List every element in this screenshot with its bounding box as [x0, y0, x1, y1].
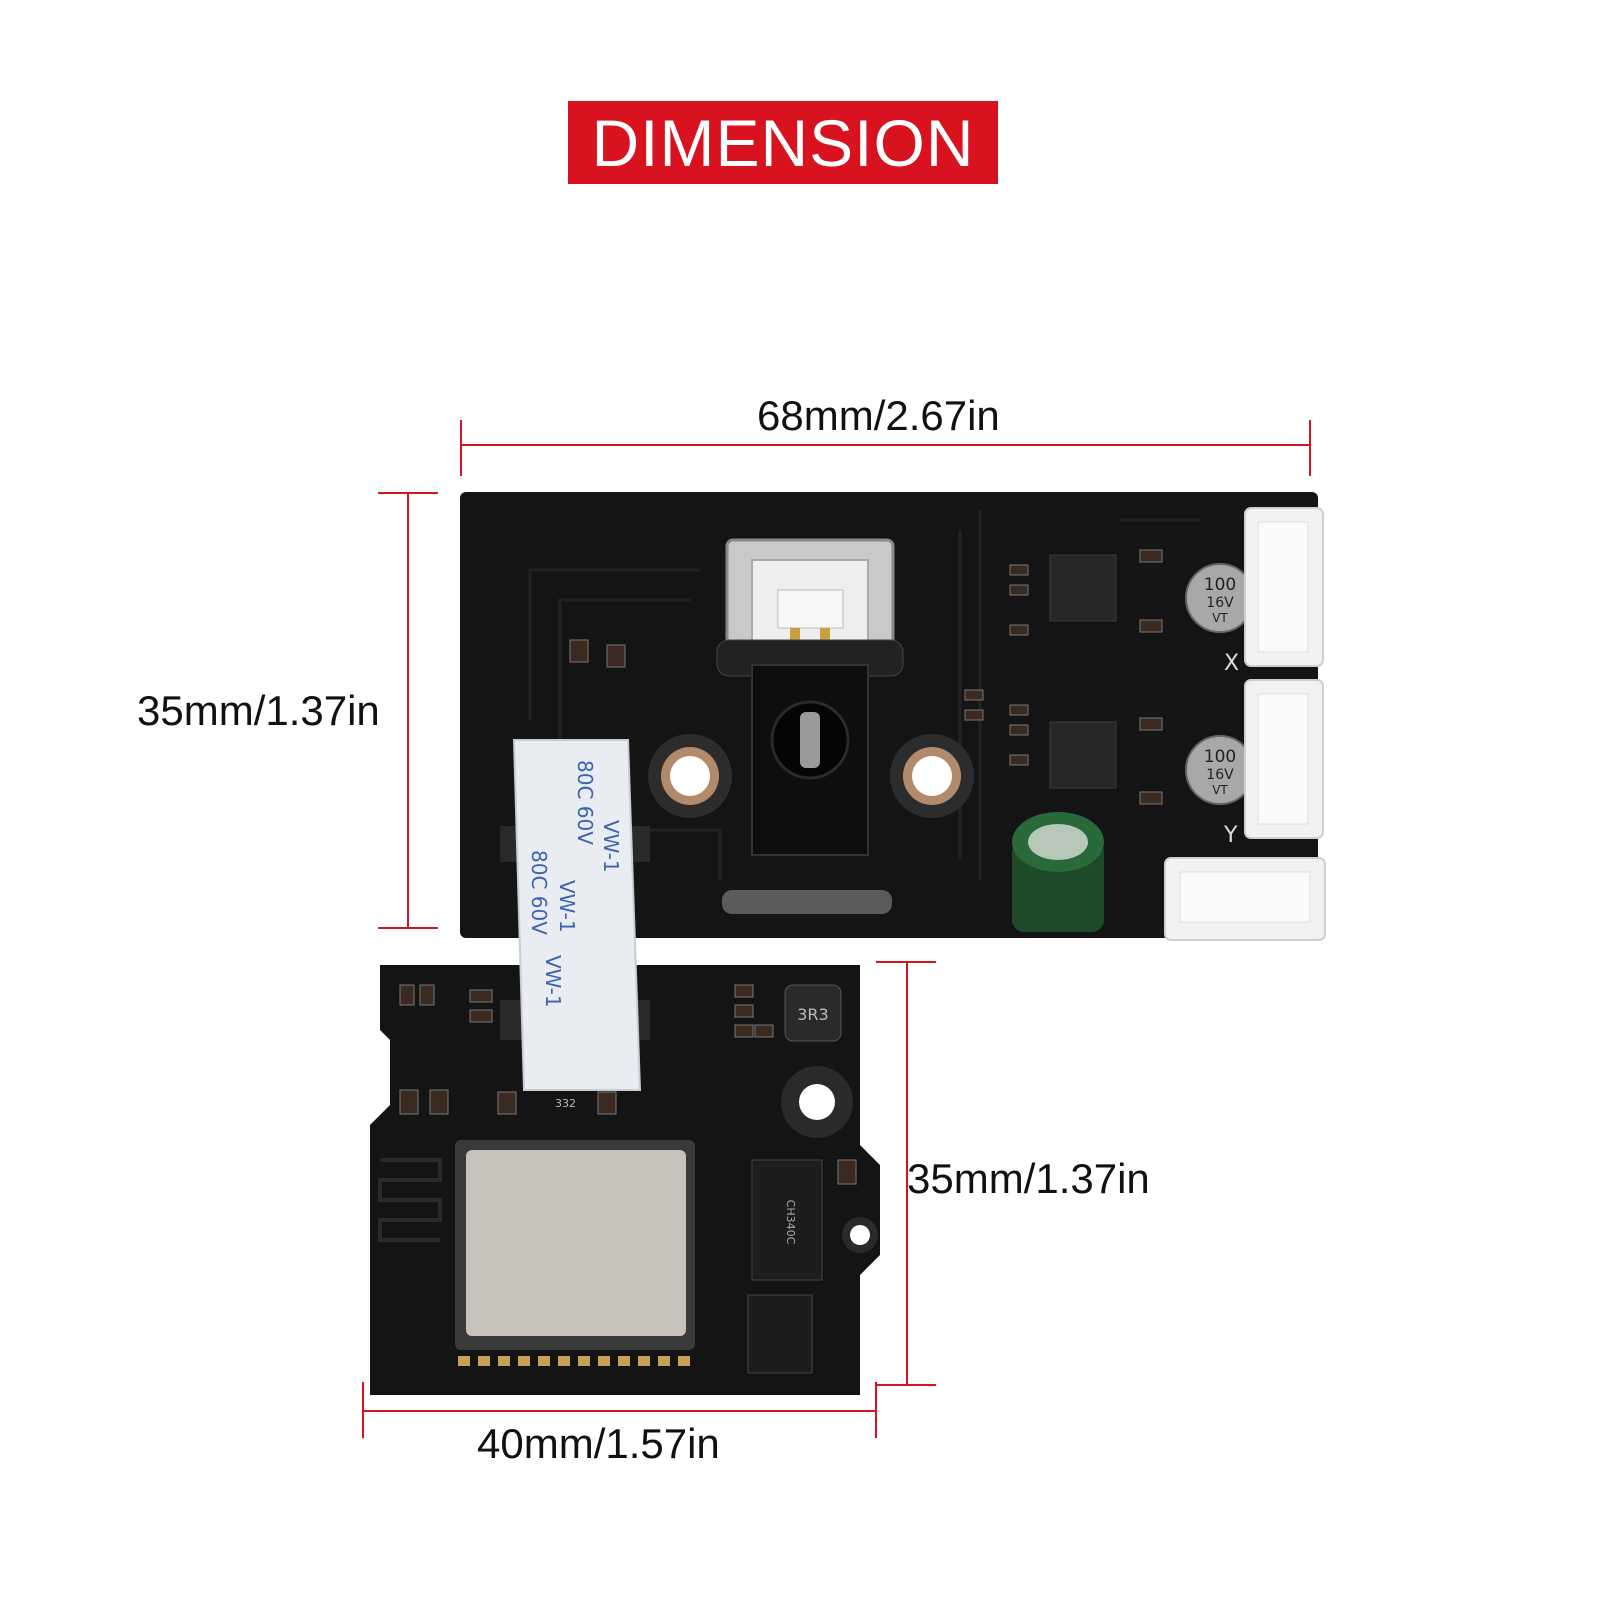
ribbon-cable: VW-1 80C 60V VW-1 80C 60V VW-1: [500, 739, 650, 1091]
bottom-dimension-tick-right: [875, 1382, 877, 1438]
driver-ic-x: [1049, 554, 1117, 622]
flash-chip: [747, 1294, 813, 1374]
right-dimension-line: [906, 961, 908, 1385]
svg-text:80C 60V: 80C 60V: [573, 760, 597, 845]
left-height-label: 35mm/1.37in: [137, 687, 380, 734]
wifi-controller-board: CH340C 3R3 332: [370, 965, 880, 1395]
right-dimension-tick-bottom: [876, 1384, 936, 1386]
bottom-dimension-line: [362, 1410, 876, 1412]
blurred-serial: [722, 890, 892, 914]
wifi-module: [455, 1140, 695, 1366]
dimension-banner: DIMENSION: [568, 101, 998, 184]
top-dimension-line: [460, 444, 1310, 446]
bottom-width-label: 40mm/1.57in: [477, 1420, 720, 1467]
driver-ic-y: [1049, 721, 1117, 789]
usb-serial-chip: CH340C: [751, 1159, 823, 1281]
electrolytic-capacitor-green: [1012, 812, 1104, 932]
usb-b-port: [716, 538, 904, 677]
motor-connector-y: [1244, 679, 1324, 839]
svg-text:VW-1: VW-1: [555, 880, 579, 933]
left-dimension-tick-bottom: [378, 927, 438, 929]
svg-text:80C 60V: 80C 60V: [527, 850, 551, 935]
port-y-label: Y: [1223, 823, 1238, 848]
mounting-hole-right: [890, 734, 974, 818]
left-dimension-line: [407, 492, 409, 928]
dc-power-jack: [751, 664, 869, 856]
svg-text:16V: 16V: [1206, 595, 1234, 611]
svg-text:100: 100: [1204, 747, 1236, 767]
svg-text:VT: VT: [1212, 783, 1228, 797]
svg-text:3R3: 3R3: [797, 1005, 828, 1024]
mounting-hole-board2-right: [842, 1217, 878, 1253]
svg-text:VW-1: VW-1: [541, 955, 565, 1008]
left-dimension-tick-top: [378, 492, 438, 494]
svg-text:CH340C: CH340C: [784, 1200, 797, 1245]
port-x-label: X: [1224, 651, 1239, 676]
inductor: 3R3: [784, 984, 842, 1042]
mounting-hole-left: [648, 734, 732, 818]
svg-text:100: 100: [1204, 575, 1236, 595]
side-connector: [1164, 857, 1326, 941]
motor-driver-board: 100 16V VT 100 16V VT X Y: [460, 492, 1326, 941]
svg-text:VT: VT: [1212, 611, 1228, 625]
top-dimension-tick-right: [1309, 420, 1311, 476]
top-dimension-tick-left: [460, 420, 462, 476]
bottom-dimension-tick-left: [362, 1382, 364, 1438]
antenna-trace: [378, 1158, 442, 1242]
motor-connector-x: [1244, 507, 1324, 667]
svg-text:16V: 16V: [1206, 767, 1234, 783]
resistor-code: 332: [555, 1097, 576, 1110]
capacitor-y: 100 16V VT: [1185, 735, 1255, 805]
mounting-hole-board2-top: [781, 1066, 853, 1138]
right-height-label: 35mm/1.37in: [907, 1155, 1150, 1202]
capacitor-x: 100 16V VT: [1185, 563, 1255, 633]
svg-text:VW-1: VW-1: [599, 820, 623, 873]
top-width-label: 68mm/2.67in: [757, 392, 1000, 439]
right-dimension-tick-top: [876, 961, 936, 963]
